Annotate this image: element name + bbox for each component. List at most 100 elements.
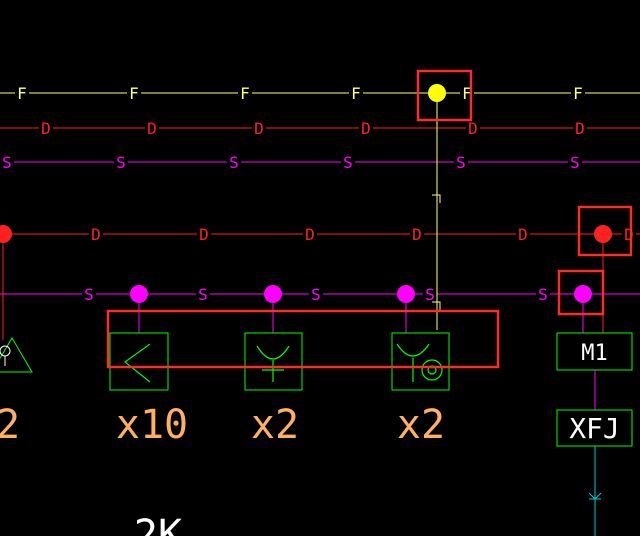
highlight-signal-node xyxy=(557,269,605,316)
power-node-right[interactable] xyxy=(594,225,612,243)
signal-line-label-top-mask xyxy=(0,153,14,171)
fire-line-label-mask xyxy=(127,84,141,102)
power-line-label-mid: D xyxy=(518,225,528,244)
power-line-label-mid: D xyxy=(199,225,209,244)
power-line-label-top-mask xyxy=(573,119,587,137)
power-line-label-top: D xyxy=(575,119,585,138)
power-line-label-top-mask xyxy=(145,119,159,137)
highlight-power-node xyxy=(577,205,633,257)
signal-line-label-mid-mask xyxy=(309,285,323,303)
horn-strobe-frame xyxy=(391,332,450,391)
power-line-label-mid-mask xyxy=(303,225,317,243)
triangle-outline xyxy=(0,337,33,373)
riser-break-mark-lower xyxy=(432,301,441,310)
signal-line-label-mid: S xyxy=(311,285,321,304)
device-symbols: M1 XFJ xyxy=(0,332,633,447)
highlight-boxes xyxy=(106,69,633,369)
fire-line-label: F xyxy=(17,84,27,103)
count-label-detector: x10 xyxy=(116,402,188,448)
power-line-label-mid: D xyxy=(412,225,422,244)
riser-break-mark-upper xyxy=(432,194,441,203)
power-line-label-top: D xyxy=(254,119,264,138)
vertical-risers xyxy=(2,93,604,536)
target-icon-outer xyxy=(421,359,443,381)
bus-lines xyxy=(0,92,640,295)
signal-line-label-mid: S xyxy=(425,285,435,304)
signal-line-label-top: S xyxy=(229,153,239,172)
module-frame xyxy=(556,332,633,371)
signal-node-3[interactable] xyxy=(397,285,415,303)
chevron-icon xyxy=(124,343,151,383)
count-labels: 2 x10 x2 x2 2K xyxy=(0,402,445,536)
module-m1[interactable]: M1 xyxy=(556,332,633,371)
highlight-fire-node xyxy=(416,69,473,122)
count-label-left: 2 xyxy=(0,402,20,448)
xfj-frame xyxy=(556,409,633,447)
power-line-label-top-mask xyxy=(39,119,53,137)
fire-node[interactable] xyxy=(428,84,446,102)
signal-line-label-mid-mask xyxy=(196,285,210,303)
signal-line-label-top-mask xyxy=(114,153,128,171)
sounder-icon xyxy=(256,345,290,360)
xfj-label: XFJ xyxy=(569,412,620,445)
nodes xyxy=(0,84,612,303)
fragment-label: 2K xyxy=(134,512,182,536)
power-line-label-top: D xyxy=(41,119,51,138)
signal-node-1[interactable] xyxy=(130,285,148,303)
left-device-symbol[interactable] xyxy=(0,337,33,373)
power-line-label-mid-mask xyxy=(516,225,530,243)
fire-line-label-mask xyxy=(571,84,585,102)
count-label-sounder: x2 xyxy=(251,402,299,448)
signal-line-label-mid: S xyxy=(538,285,548,304)
signal-node-module[interactable] xyxy=(574,285,592,303)
signal-line-label-top: S xyxy=(570,153,580,172)
signal-line-label-mid-mask xyxy=(82,285,96,303)
sounder-frame xyxy=(244,332,303,391)
sounder-symbol[interactable] xyxy=(244,332,303,391)
fire-line-label: F xyxy=(351,84,361,103)
power-line-label-mid: D xyxy=(624,225,634,244)
signal-line-label-mid-mask xyxy=(536,285,550,303)
fire-line-label-mask xyxy=(15,84,29,102)
power-line-label-top-mask xyxy=(359,119,373,137)
signal-line-label-top: S xyxy=(456,153,466,172)
signal-line-label-top: S xyxy=(116,153,126,172)
highlight-device-row xyxy=(106,309,500,369)
horn-strobe-symbol[interactable] xyxy=(391,332,450,391)
power-line-label-mid-mask xyxy=(410,225,424,243)
signal-line-label-mid-mask xyxy=(423,285,437,303)
fire-line-label-mask xyxy=(349,84,363,102)
power-line-label-mid: D xyxy=(305,225,315,244)
horn-icon xyxy=(396,343,430,357)
power-line-label-top-mask xyxy=(252,119,266,137)
signal-node-2[interactable] xyxy=(264,285,282,303)
xfj-box[interactable]: XFJ xyxy=(556,409,633,447)
power-line-label-top-mask xyxy=(466,119,480,137)
fire-line-label: F xyxy=(462,84,472,103)
power-line-label-mid: D xyxy=(91,225,101,244)
detector-frame xyxy=(109,332,169,391)
fire-line-label: F xyxy=(573,84,583,103)
power-line-label-mid-mask xyxy=(197,225,211,243)
power-line-label-top: D xyxy=(147,119,157,138)
power-node-left[interactable] xyxy=(0,225,12,243)
power-line-label-mid-mask xyxy=(89,225,103,243)
signal-line-label-top-mask xyxy=(341,153,355,171)
signal-line-label-mid: S xyxy=(198,285,208,304)
signal-line-label-mid: S xyxy=(84,285,94,304)
module-label: M1 xyxy=(581,341,608,366)
power-line-label-top: D xyxy=(468,119,478,138)
fire-line-label: F xyxy=(129,84,139,103)
power-line-label-mid-mask xyxy=(622,225,636,243)
fire-line-label-mask xyxy=(238,84,252,102)
signal-line-label-top-mask xyxy=(227,153,241,171)
detector-symbol[interactable] xyxy=(109,332,169,391)
fire-line-label: F xyxy=(240,84,250,103)
box-down-terminal xyxy=(588,492,602,500)
power-line-label-top: D xyxy=(361,119,371,138)
signal-line-label-top: S xyxy=(343,153,353,172)
signal-line-label-top: S xyxy=(2,153,12,172)
count-label-horn-strobe: x2 xyxy=(397,402,445,448)
